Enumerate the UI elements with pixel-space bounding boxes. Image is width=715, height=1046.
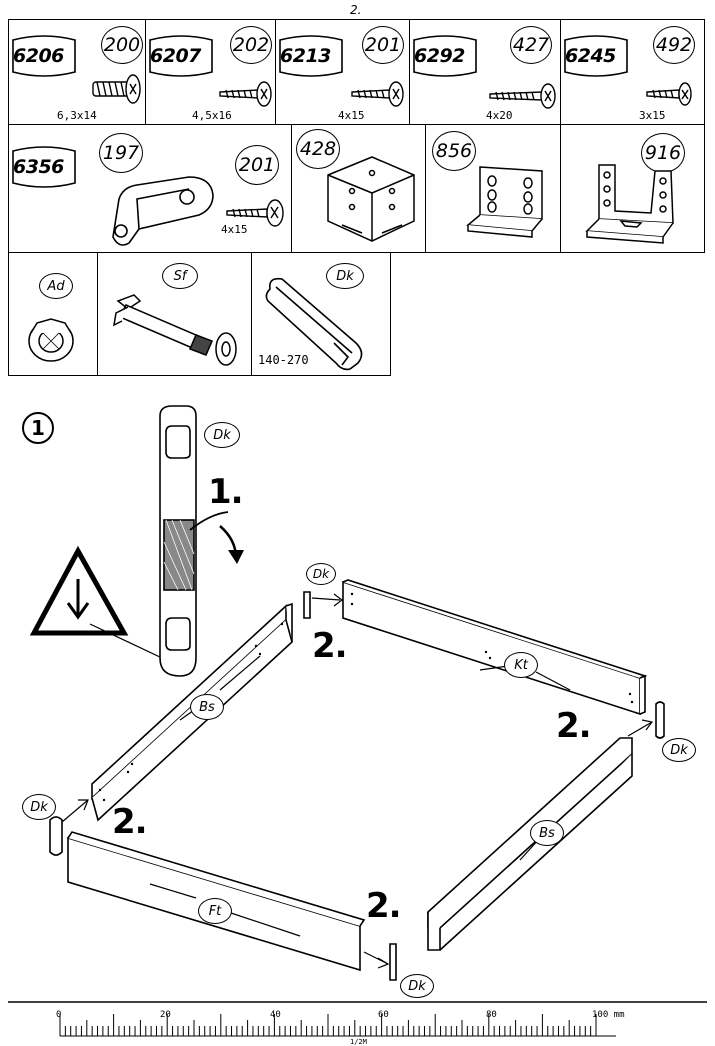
step-2-label: 2. bbox=[556, 706, 592, 746]
ruler-bottom-text: 1/2M bbox=[350, 1038, 367, 1046]
connector-cell: Dk 140-270 bbox=[251, 252, 391, 376]
part-code: 6245 bbox=[565, 45, 616, 67]
ruler-label: 0 bbox=[56, 1010, 62, 1020]
dk-label: Dk bbox=[306, 563, 336, 585]
ruler-label: 80 bbox=[486, 1010, 497, 1020]
angle-bracket-icon bbox=[585, 164, 674, 244]
dowel-label: Sf bbox=[162, 263, 198, 289]
screw-icon bbox=[219, 81, 272, 107]
page-number: 2. bbox=[350, 3, 362, 17]
ruler-label: 40 bbox=[270, 1010, 281, 1020]
bag-icon bbox=[12, 35, 76, 77]
dk-label: Dk bbox=[22, 794, 56, 820]
adapter-label: Ad bbox=[39, 273, 73, 299]
dk-label: Dk bbox=[662, 738, 696, 762]
ruler bbox=[8, 1001, 707, 1037]
step-number-badge: 1 bbox=[22, 412, 54, 444]
dk-label: Dk bbox=[204, 422, 240, 448]
connector-label: Dk bbox=[326, 263, 364, 289]
step-2-label: 2. bbox=[312, 626, 348, 666]
screw-size: 4x20 bbox=[486, 109, 513, 122]
adapter-icon bbox=[28, 318, 74, 362]
bracket-cell: 6356 197 201 4x15 bbox=[8, 124, 292, 253]
part-qty-circle: 200 bbox=[101, 26, 143, 64]
ruler-label: 100 mm bbox=[592, 1010, 625, 1020]
screw-size: 4x15 bbox=[338, 109, 365, 122]
ruler-label: 20 bbox=[160, 1010, 171, 1020]
part-qty-circle: 202 bbox=[230, 26, 272, 64]
screw-qty-circle: 201 bbox=[235, 145, 279, 185]
dk-label: Dk bbox=[400, 974, 434, 998]
cam-dowel-icon bbox=[113, 294, 237, 366]
l-bracket-icon bbox=[112, 176, 214, 246]
bs-label: Bs bbox=[530, 820, 564, 846]
warning-triangle-icon bbox=[29, 545, 129, 636]
bag-icon bbox=[564, 35, 628, 77]
screw-size: 3x15 bbox=[639, 109, 666, 122]
screw-icon bbox=[226, 199, 284, 227]
ruler-label: 60 bbox=[378, 1010, 389, 1020]
connector-range: 140-270 bbox=[258, 353, 309, 367]
screw-size: 6,3x14 bbox=[57, 109, 97, 122]
screw-size: 4x15 bbox=[221, 223, 248, 236]
hardware-cell-1: 6206 200 6,3x14 bbox=[8, 19, 146, 125]
bag-icon bbox=[149, 35, 213, 77]
angle-qty-circle: 916 bbox=[641, 133, 685, 173]
corner-bracket-icon bbox=[327, 156, 415, 242]
hardware-cell-3: 6213 201 4x15 bbox=[275, 19, 410, 125]
adapter-cell: Ad bbox=[8, 252, 98, 376]
hardware-cell-4: 6292 427 4x20 bbox=[409, 19, 561, 125]
hardware-cell-5: 6245 492 3x15 bbox=[560, 19, 705, 125]
kt-label: Kt bbox=[504, 652, 538, 678]
connector-icon bbox=[265, 277, 363, 371]
part-qty-circle: 427 bbox=[510, 26, 552, 64]
screw-icon bbox=[92, 74, 141, 104]
step-2-label: 2. bbox=[366, 886, 402, 926]
bs-label: Bs bbox=[190, 694, 224, 720]
part-code: 6213 bbox=[280, 45, 331, 67]
bag-icon bbox=[279, 35, 343, 77]
part-code: 6207 bbox=[150, 45, 201, 67]
mounting-plate-icon bbox=[466, 166, 543, 238]
screw-icon bbox=[351, 81, 404, 107]
part-code: 6356 bbox=[13, 156, 64, 178]
corner-cell: 428 bbox=[291, 124, 426, 253]
bag-icon bbox=[413, 35, 477, 77]
screw-icon bbox=[646, 82, 692, 106]
step-1-label: 1. bbox=[208, 472, 244, 512]
corner-qty-circle: 428 bbox=[296, 129, 340, 169]
part-code: 6292 bbox=[414, 45, 465, 67]
hardware-cell-2: 6207 202 4,5x16 bbox=[145, 19, 276, 125]
step-2-label: 2. bbox=[112, 802, 148, 842]
bag-icon bbox=[12, 146, 76, 188]
connector-strip-icon bbox=[159, 405, 229, 677]
dowel-cell: Sf bbox=[97, 252, 252, 376]
curved-arrow-icon bbox=[219, 525, 244, 564]
plate-qty-circle: 856 bbox=[432, 131, 476, 171]
screw-size: 4,5x16 bbox=[192, 109, 232, 122]
part-qty-circle: 492 bbox=[653, 26, 695, 64]
ft-label: Ft bbox=[198, 898, 232, 924]
bracket-qty-circle: 197 bbox=[99, 133, 143, 173]
angle-cell: 916 bbox=[560, 124, 705, 253]
part-code: 6206 bbox=[13, 45, 64, 67]
part-qty-circle: 201 bbox=[362, 26, 404, 64]
screw-icon bbox=[489, 83, 556, 109]
